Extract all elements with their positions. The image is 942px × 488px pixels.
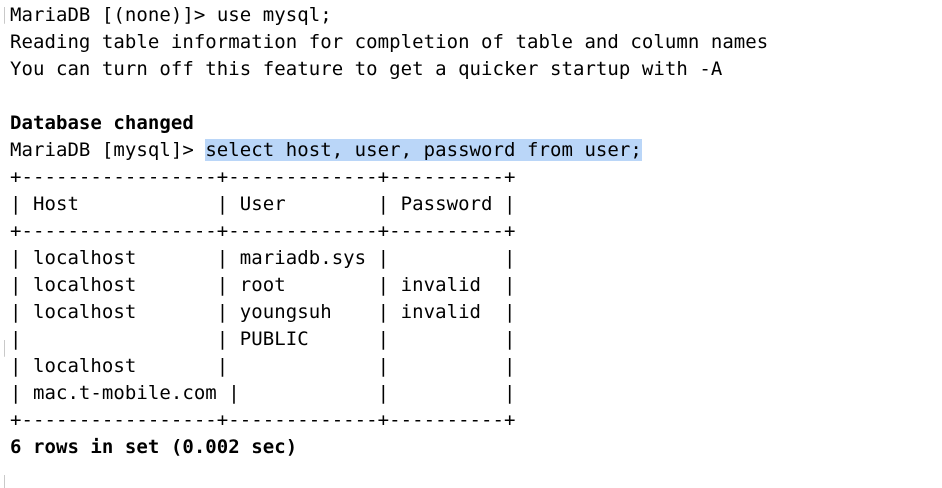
table-row: | localhost | mariadb.sys | | [10,247,516,269]
table-row: | localhost | youngsuh | invalid | [10,301,516,323]
result-row-count: 6 rows in set (0.002 sec) [10,436,298,458]
terminal-line-turn-off-feature: You can turn off this feature to get a q… [10,58,723,80]
table-border-bottom: +-----------------+-------------+-------… [10,409,516,431]
terminal-line-blank [0,83,942,110]
selected-query-text[interactable]: select host, user, password from user; [205,139,642,161]
table-row: | localhost | root | invalid | [10,274,516,296]
table-row: | localhost | | | [10,355,516,377]
table-row: | | PUBLIC | | [10,328,516,350]
terminal-line-database-changed: Database changed [10,112,194,134]
table-border-header: +-----------------+-------------+-------… [10,220,516,242]
terminal-line-prompt-select: MariaDB [mysql]> select host, user, pass… [0,137,942,164]
table-row: | mac.t-mobile.com | | | [10,382,516,404]
terminal-line-prompt-use: MariaDB [(none)]> use mysql; [0,2,942,29]
terminal-line-reading-table-info: Reading table information for completion… [10,31,769,53]
prompt-none: MariaDB [(none)]> [10,4,217,26]
command-use-mysql: use mysql; [216,4,332,26]
table-border-top: +-----------------+-------------+-------… [10,166,516,188]
edge-artifact-bracket-bottom: [ [0,470,5,488]
table-header-row: | Host | User | Password | [10,193,516,215]
prompt-mysql: MariaDB [mysql]> [10,139,206,161]
